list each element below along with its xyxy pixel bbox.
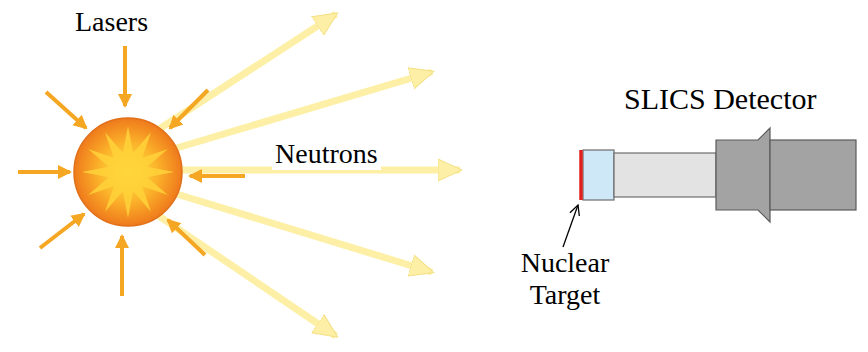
laser-arrow bbox=[18, 170, 70, 174]
laser-arrow bbox=[168, 220, 205, 255]
laser-arrow bbox=[40, 214, 84, 248]
laser-arrow bbox=[123, 46, 127, 106]
target-label: Nuclear Target bbox=[500, 247, 630, 311]
fusion-target bbox=[74, 118, 182, 226]
slics-detector bbox=[581, 128, 856, 222]
neutron-arrow bbox=[150, 210, 336, 336]
laser-arrow bbox=[46, 92, 86, 128]
laser-arrows bbox=[18, 46, 245, 296]
laser-arrow bbox=[190, 174, 245, 178]
neutron-arrow bbox=[170, 192, 432, 272]
laser-arrow bbox=[120, 236, 124, 296]
laser-arrow bbox=[170, 90, 208, 128]
neutron-label: Neutrons bbox=[272, 138, 381, 170]
detector-label: SLICS Detector bbox=[624, 82, 816, 117]
leader-line bbox=[563, 205, 578, 247]
laser-label: Lasers bbox=[75, 6, 148, 38]
neutron-arrow bbox=[150, 14, 336, 135]
neutron-arrows bbox=[150, 14, 460, 336]
